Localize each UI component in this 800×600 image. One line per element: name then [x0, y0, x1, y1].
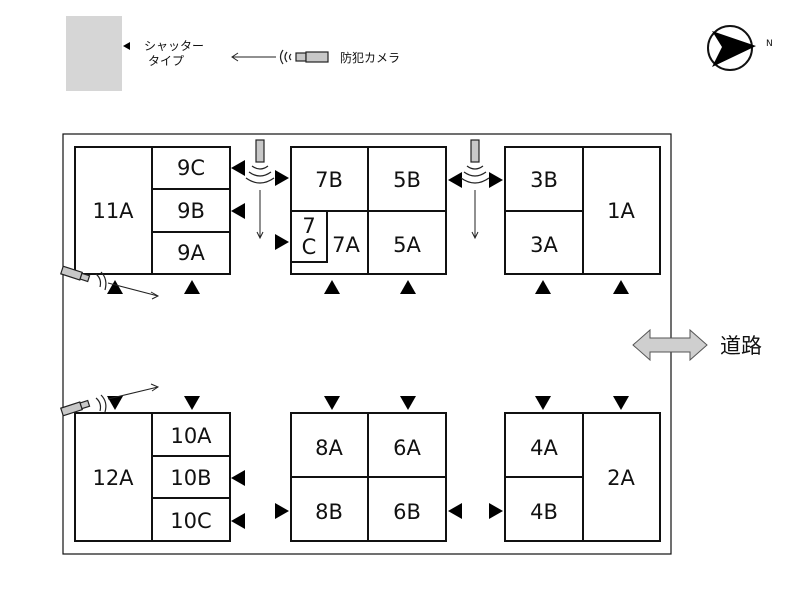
unit-9C-box — [151, 146, 231, 190]
unit-7C-label-line2: C — [302, 235, 317, 259]
camera-top-center-left-icon — [245, 139, 275, 240]
shutter-10B-triangle-icon — [231, 470, 245, 486]
unit-9B-box — [151, 188, 231, 233]
shutter-11A-triangle-icon — [107, 280, 123, 294]
shutter-1A-triangle-icon — [613, 280, 629, 294]
unit-10C-label: 10C — [170, 509, 211, 533]
unit-3A-box — [504, 210, 584, 275]
unit-8B-label: 8B — [315, 500, 343, 524]
north-compass: N — [707, 25, 773, 71]
shutter-5B-triangle-icon — [448, 172, 462, 188]
unit-11A-label: 11A — [92, 199, 134, 223]
road-indicator: 道路 — [632, 328, 762, 362]
shutter-3B-triangle-icon — [489, 172, 503, 188]
north-arrow-icon — [712, 31, 756, 67]
unit-7C-box — [290, 210, 328, 263]
shutter-7B-triangle-icon — [275, 170, 289, 186]
shutter-3A-triangle-icon — [535, 280, 551, 294]
shutter-10A-triangle-icon — [184, 396, 200, 410]
shutter-4A-triangle-icon — [535, 396, 551, 410]
unit-5A-box — [367, 210, 447, 275]
shutter-7C-triangle-icon — [275, 234, 289, 250]
shutter-legend-label-line1: シャッター — [144, 39, 204, 53]
unit-12A-box — [74, 412, 153, 542]
unit-8A-box — [290, 412, 369, 478]
shutter-legend-triangle-icon — [123, 42, 130, 50]
camera-legend-label: 防犯カメラ — [340, 50, 400, 65]
unit-2A-label: 2A — [607, 466, 635, 490]
block-bottom-left: 12A 10A 10B 10C — [74, 412, 231, 542]
shutter-8A-triangle-icon — [324, 396, 340, 410]
unit-1A-box — [582, 146, 661, 275]
unit-10A-label: 10A — [170, 424, 212, 448]
unit-7A-label: 7A — [332, 233, 360, 257]
compass-label: N — [766, 39, 773, 49]
shutter-2A-triangle-icon — [613, 396, 629, 410]
camera-top-center-right-icon — [460, 139, 490, 240]
shutter-9B-triangle-icon — [231, 203, 245, 219]
unit-9A-box — [151, 231, 231, 275]
unit-11A-box — [74, 146, 153, 275]
unit-10A-box — [151, 412, 231, 457]
shutter-8B-triangle-icon — [275, 503, 289, 519]
unit-8B-box — [290, 476, 369, 542]
shutter-12A-triangle-icon — [107, 396, 123, 410]
unit-6B-label: 6B — [393, 500, 421, 524]
block-top-left: 11A 9C 9B 9A — [74, 146, 231, 275]
unit-8A-label: 8A — [315, 436, 343, 460]
unit-1A-label: 1A — [607, 199, 635, 223]
unit-4B-box — [504, 476, 584, 542]
unit-3A-label: 3A — [530, 233, 558, 257]
unit-7B-box — [290, 146, 369, 212]
camera-legend-icon — [231, 49, 329, 65]
unit-10B-box — [151, 455, 231, 499]
shutter-6B-triangle-icon — [448, 503, 462, 519]
camera-left-lower-icon — [60, 383, 160, 417]
shutter-markers-top — [107, 280, 629, 294]
block-bottom-right: 4A 4B 2A — [504, 412, 661, 542]
unit-6A-label: 6A — [393, 436, 421, 460]
block-top-right: 3B 3A 1A — [504, 146, 661, 275]
shutter-markers-side — [231, 160, 503, 529]
unit-5A-label: 5A — [393, 233, 421, 257]
shutter-10C-triangle-icon — [231, 513, 245, 529]
unit-7C-label-line1: 7 — [302, 214, 315, 238]
shutter-markers-bottom — [107, 396, 629, 410]
unit-4B-label: 4B — [530, 500, 558, 524]
shutter-6A-triangle-icon — [400, 396, 416, 410]
unit-3B-label: 3B — [530, 168, 558, 192]
unit-9A-label: 9A — [177, 241, 205, 265]
unit-6B-box — [367, 476, 447, 542]
unit-7B-label: 7B — [315, 168, 343, 192]
shutter-7A-triangle-icon — [324, 280, 340, 294]
unit-9B-label: 9B — [177, 199, 205, 223]
shutter-legend-label-line2: タイプ — [148, 54, 184, 68]
unit-12A-label: 12A — [92, 466, 134, 490]
unit-9C-label: 9C — [177, 156, 205, 180]
shutter-9C-triangle-icon — [231, 160, 245, 176]
unit-4A-label: 4A — [530, 436, 558, 460]
unit-6A-box — [367, 412, 447, 478]
shutter-5A-triangle-icon — [400, 280, 416, 294]
unit-2A-box — [582, 412, 661, 542]
block-bottom-middle: 8A 6A 8B 6B — [290, 412, 447, 542]
legend: シャッター タイプ 防犯カメラ — [66, 16, 400, 91]
road-label: 道路 — [720, 334, 762, 358]
block-top-middle: 7B 5B 7 C 7A 5A — [290, 146, 447, 275]
shutter-swatch — [66, 16, 122, 91]
camera-left-upper-icon — [60, 265, 160, 300]
unit-10B-label: 10B — [170, 466, 211, 490]
unit-5B-label: 5B — [393, 168, 421, 192]
shutter-4B-triangle-icon — [489, 503, 503, 519]
unit-5B-box — [367, 146, 447, 212]
unit-10C-box — [151, 497, 231, 542]
shutter-9A-triangle-icon — [184, 280, 200, 294]
road-double-arrow-icon — [632, 328, 708, 362]
